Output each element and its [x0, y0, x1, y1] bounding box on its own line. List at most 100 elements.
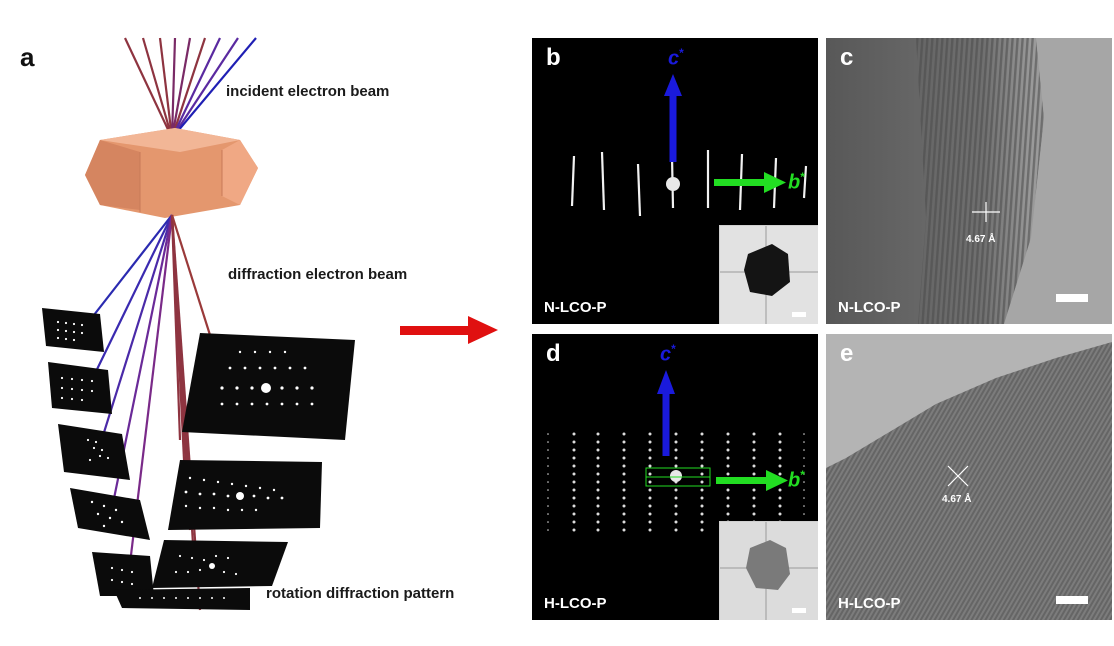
diffraction-spot — [596, 520, 600, 524]
diffraction-spot — [648, 520, 652, 524]
diffraction-spot — [778, 472, 782, 476]
diffraction-spot — [648, 496, 652, 500]
diffraction-spot — [572, 496, 576, 500]
diffraction-spot — [622, 440, 626, 444]
diffraction-spot — [752, 448, 756, 452]
diffraction-spot — [648, 432, 652, 436]
diffraction-spot — [803, 481, 805, 483]
panel-d-letter: d — [546, 340, 561, 367]
diffraction-spot — [803, 457, 805, 459]
scale-bar-e — [1056, 596, 1088, 604]
dots-p5 — [110, 566, 134, 586]
diffraction-spot — [622, 512, 626, 516]
diffraction-spot — [648, 472, 652, 476]
diffraction-spot — [700, 448, 704, 452]
red-arrow-icon — [400, 316, 498, 344]
diffraction-spot — [778, 512, 782, 516]
diffraction-spot — [674, 504, 678, 508]
diffraction-pattern-b — [570, 74, 808, 217]
dots-p4 — [90, 500, 124, 528]
diffraction-spot — [752, 464, 756, 468]
diffraction-spot — [700, 432, 704, 436]
diffraction-spot — [648, 512, 652, 516]
diffraction-spot — [674, 456, 678, 460]
diffraction-spot — [803, 513, 805, 515]
diffraction-spot — [572, 472, 576, 476]
central-spot — [666, 177, 680, 191]
diffraction-spot — [700, 472, 704, 476]
mid-pattern-dots — [184, 476, 284, 512]
diffraction-spot — [726, 464, 730, 468]
diffraction-spot — [572, 456, 576, 460]
diffraction-spot — [674, 440, 678, 444]
diffraction-spot — [572, 464, 576, 468]
diffraction-spot — [596, 528, 600, 532]
incident-beams — [124, 37, 257, 139]
diffraction-spot — [778, 496, 782, 500]
diffraction-spot — [648, 528, 652, 532]
diffraction-spot — [596, 472, 600, 476]
diffraction-spot — [803, 441, 805, 443]
diffraction-spot — [596, 448, 600, 452]
diffraction-spot — [648, 480, 652, 484]
dots-p1 — [56, 320, 84, 342]
diffraction-spot — [778, 432, 782, 436]
diffraction-spot — [674, 488, 678, 492]
dots-p6 — [139, 597, 225, 599]
diffraction-spot — [547, 505, 549, 507]
diffraction-spot — [700, 520, 704, 524]
diffraction-spot — [596, 456, 600, 460]
fringe-marker-c — [972, 202, 1000, 222]
panel-b-letter: b — [546, 44, 561, 71]
diffraction-spot — [726, 472, 730, 476]
diffraction-spot — [572, 432, 576, 436]
crystal-icon — [85, 128, 258, 218]
diffraction-spot — [622, 432, 626, 436]
diffraction-spot — [547, 457, 549, 459]
panel-c-sample: N-LCO-P — [838, 299, 901, 316]
diffraction-spot — [596, 488, 600, 492]
panel-d: d c* b* H-LCO-P — [532, 334, 818, 620]
diffraction-spot — [547, 473, 549, 475]
panel-a-diagram — [42, 37, 498, 611]
diffraction-spot — [596, 504, 600, 508]
rotation-pattern-label: rotation diffraction pattern — [266, 585, 455, 602]
diffraction-beam-label: diffraction electron beam — [228, 266, 408, 283]
diffraction-spot — [674, 520, 678, 524]
diffraction-spot — [752, 488, 756, 492]
dots-p3 — [86, 438, 110, 462]
panel-c: c 4.67 Å N-LCO-P — [826, 38, 1112, 324]
diffraction-spot — [778, 464, 782, 468]
panel-b-sample: N-LCO-P — [544, 299, 607, 316]
diffraction-spot — [648, 456, 652, 460]
diffraction-spot — [726, 448, 730, 452]
low-pattern-dots — [174, 554, 238, 576]
diffraction-spot — [803, 465, 805, 467]
diffraction-spot — [622, 456, 626, 460]
diffraction-spot — [778, 456, 782, 460]
diffraction-spot — [622, 496, 626, 500]
diffraction-spot — [622, 472, 626, 476]
diffraction-spot — [622, 520, 626, 524]
diffraction-spot — [547, 529, 549, 531]
diffraction-spot — [596, 440, 600, 444]
diffraction-spot — [803, 505, 805, 507]
diffraction-spot — [596, 480, 600, 484]
diffraction-spot — [752, 456, 756, 460]
diffraction-spot — [752, 440, 756, 444]
highlight-boxes-d — [645, 467, 711, 487]
panel-c-letter: c — [840, 44, 854, 71]
central-spot-d — [670, 470, 682, 482]
diffraction-spot — [726, 488, 730, 492]
c-axis-label-b: c* — [668, 46, 684, 70]
diffraction-spot — [752, 504, 756, 508]
big-pattern-dots — [220, 350, 314, 406]
b-axis-label-b: b* — [788, 170, 805, 194]
diffraction-spot — [572, 504, 576, 508]
diffraction-spot — [700, 528, 704, 532]
b-axis-label-d: b* — [788, 468, 805, 492]
diffraction-spot — [803, 489, 805, 491]
diffraction-spot — [547, 513, 549, 515]
diffraction-spot — [778, 504, 782, 508]
